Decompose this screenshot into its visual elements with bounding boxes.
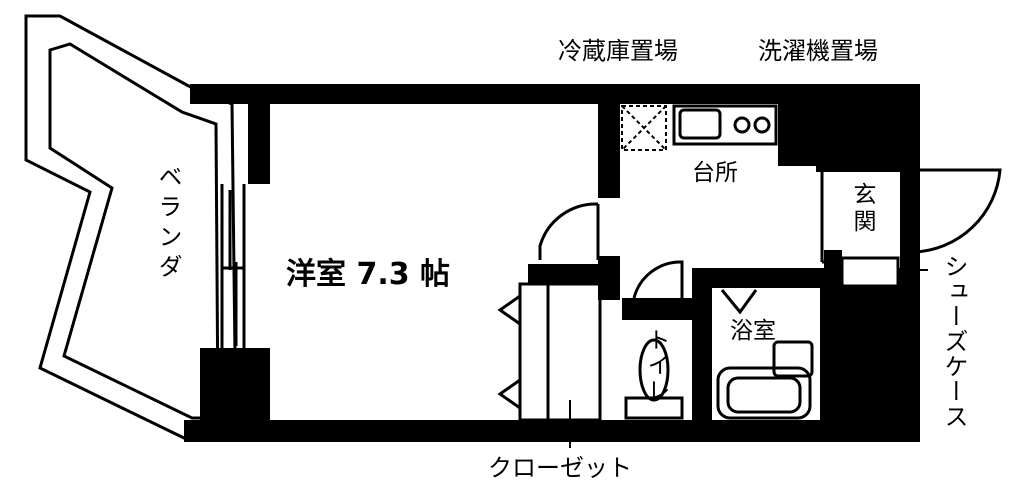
entrance-area: [820, 172, 900, 288]
toilet-door: [632, 260, 684, 299]
room-door: [538, 202, 600, 260]
fridge-space: [621, 105, 667, 151]
balcony-label: ベランダ: [154, 164, 182, 284]
interior-walls: [528, 104, 900, 420]
entrance-label: 玄関: [849, 182, 876, 236]
kitchen-label: 台所: [692, 160, 738, 186]
entrance-door: [908, 168, 1002, 254]
room-label: 洋室 7.3 帖: [286, 257, 450, 292]
shoebox-label: シューズケース: [940, 254, 968, 429]
bath-label: 浴室: [730, 318, 776, 344]
washer-label: 洗濯機置場: [758, 37, 878, 65]
toilet-label: トイレ: [643, 328, 669, 403]
kitchen-counter: [672, 104, 778, 146]
fridge-label: 冷蔵庫置場: [558, 37, 678, 65]
closet: [497, 282, 602, 422]
washer-space: [827, 105, 891, 163]
bath-fixtures: [714, 270, 814, 420]
toilet-fixture: [624, 338, 684, 420]
outer-walls: [184, 84, 920, 442]
closet-label: クローゼット: [488, 454, 632, 482]
balcony-window: [220, 184, 246, 350]
